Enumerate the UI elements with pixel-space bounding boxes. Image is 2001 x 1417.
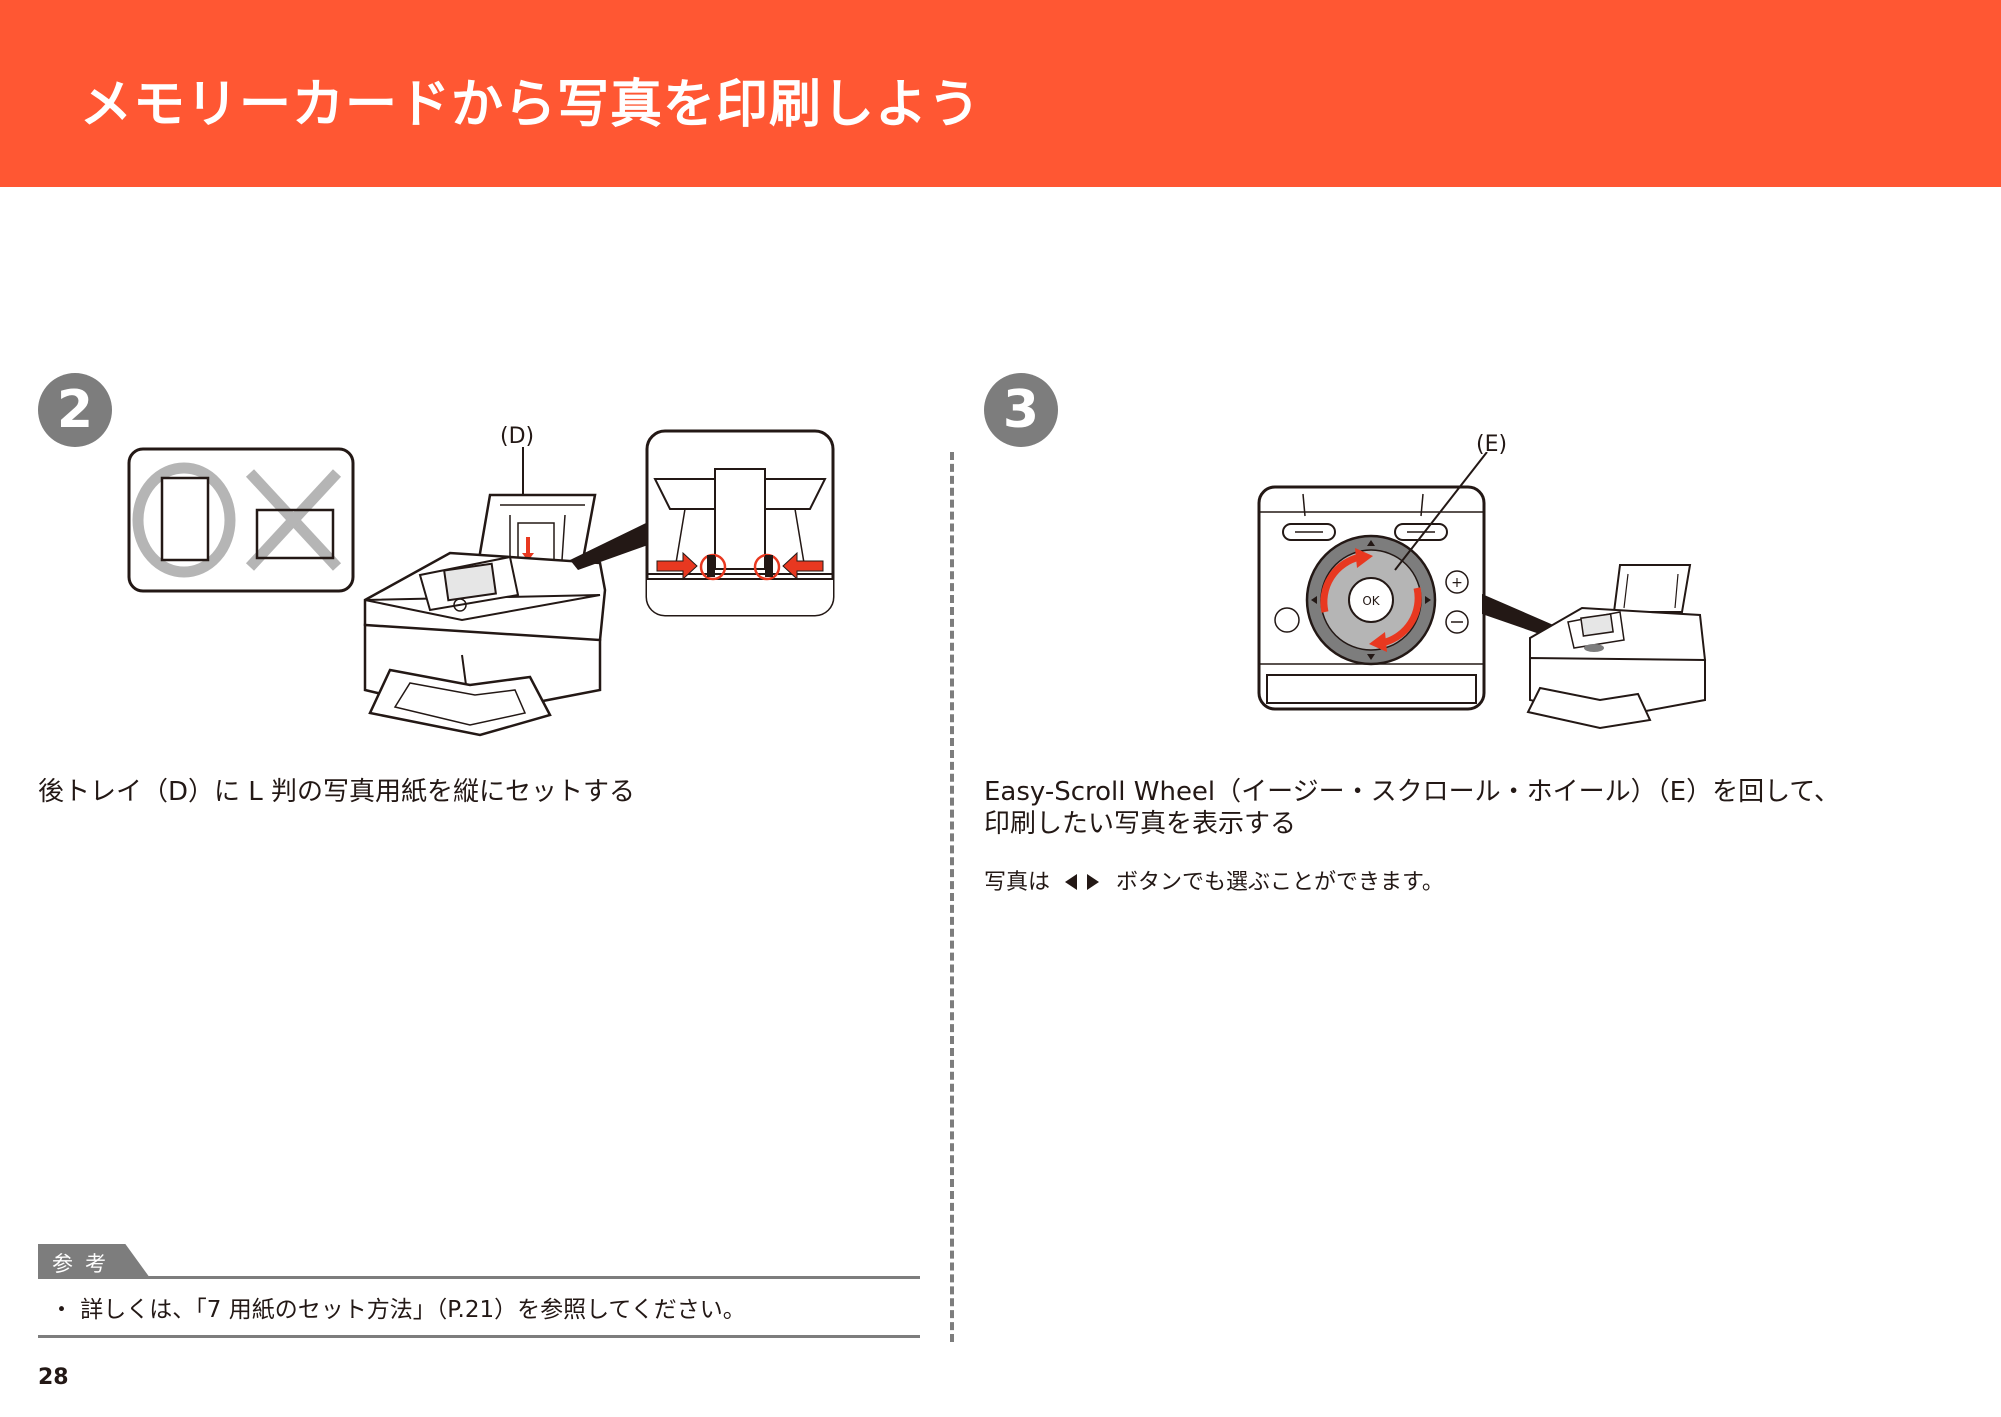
closeup-connector xyxy=(570,522,648,570)
left-right-arrow-icon xyxy=(1065,874,1100,890)
scroll-wheel-illustration: OK + xyxy=(1257,452,1488,711)
column-divider xyxy=(950,452,954,1342)
ok-button-label: OK xyxy=(1362,594,1380,608)
callout-d: (D) xyxy=(500,424,535,449)
step-3-note-suffix: ボタンでも選ぶことができます。 xyxy=(1116,870,1444,895)
step-3-instruction: Easy-Scroll Wheel（イージー・スクロール・ホイール）（E）を回し… xyxy=(984,776,1964,840)
page-title: メモリーカードから写真を印刷しよう xyxy=(80,75,982,135)
step-2-instruction: 後トレイ（D）に L 判の写真用紙を縦にセットする xyxy=(38,777,636,807)
step-3-instruction-line1: Easy-Scroll Wheel（イージー・スクロール・ホイール）（E）を回し… xyxy=(984,777,1840,807)
step-3-instruction-line2: 印刷したい写真を表示する xyxy=(984,809,1297,839)
reference-text: ・ 詳しくは、「7 用紙のセット方法」（P.21）を参照してください。 xyxy=(50,1297,746,1323)
step-3-badge: 3 xyxy=(984,373,1058,447)
step-3-note: 写真は ボタンでも選ぶことができます。 xyxy=(984,864,1444,896)
paper-orientation-illustration xyxy=(127,447,355,593)
paper-guide-closeup xyxy=(645,429,835,617)
page-number: 28 xyxy=(38,1365,69,1390)
step-3-note-prefix: 写真は xyxy=(984,870,1051,895)
callout-e: (E) xyxy=(1476,432,1508,457)
page-header: メモリーカードから写真を印刷しよう xyxy=(0,0,2001,187)
reference-bottom-rule xyxy=(38,1335,920,1338)
correct-circle-icon xyxy=(132,462,236,578)
reference-top-rule xyxy=(38,1276,920,1279)
step-2-badge: 2 xyxy=(38,373,112,447)
wrong-cross-icon xyxy=(245,469,342,571)
printer-illustration xyxy=(363,447,607,737)
svg-text:+: + xyxy=(1451,575,1463,591)
reference-tab-label: 参考 xyxy=(52,1252,118,1276)
printer-small-illustration xyxy=(1526,564,1707,730)
